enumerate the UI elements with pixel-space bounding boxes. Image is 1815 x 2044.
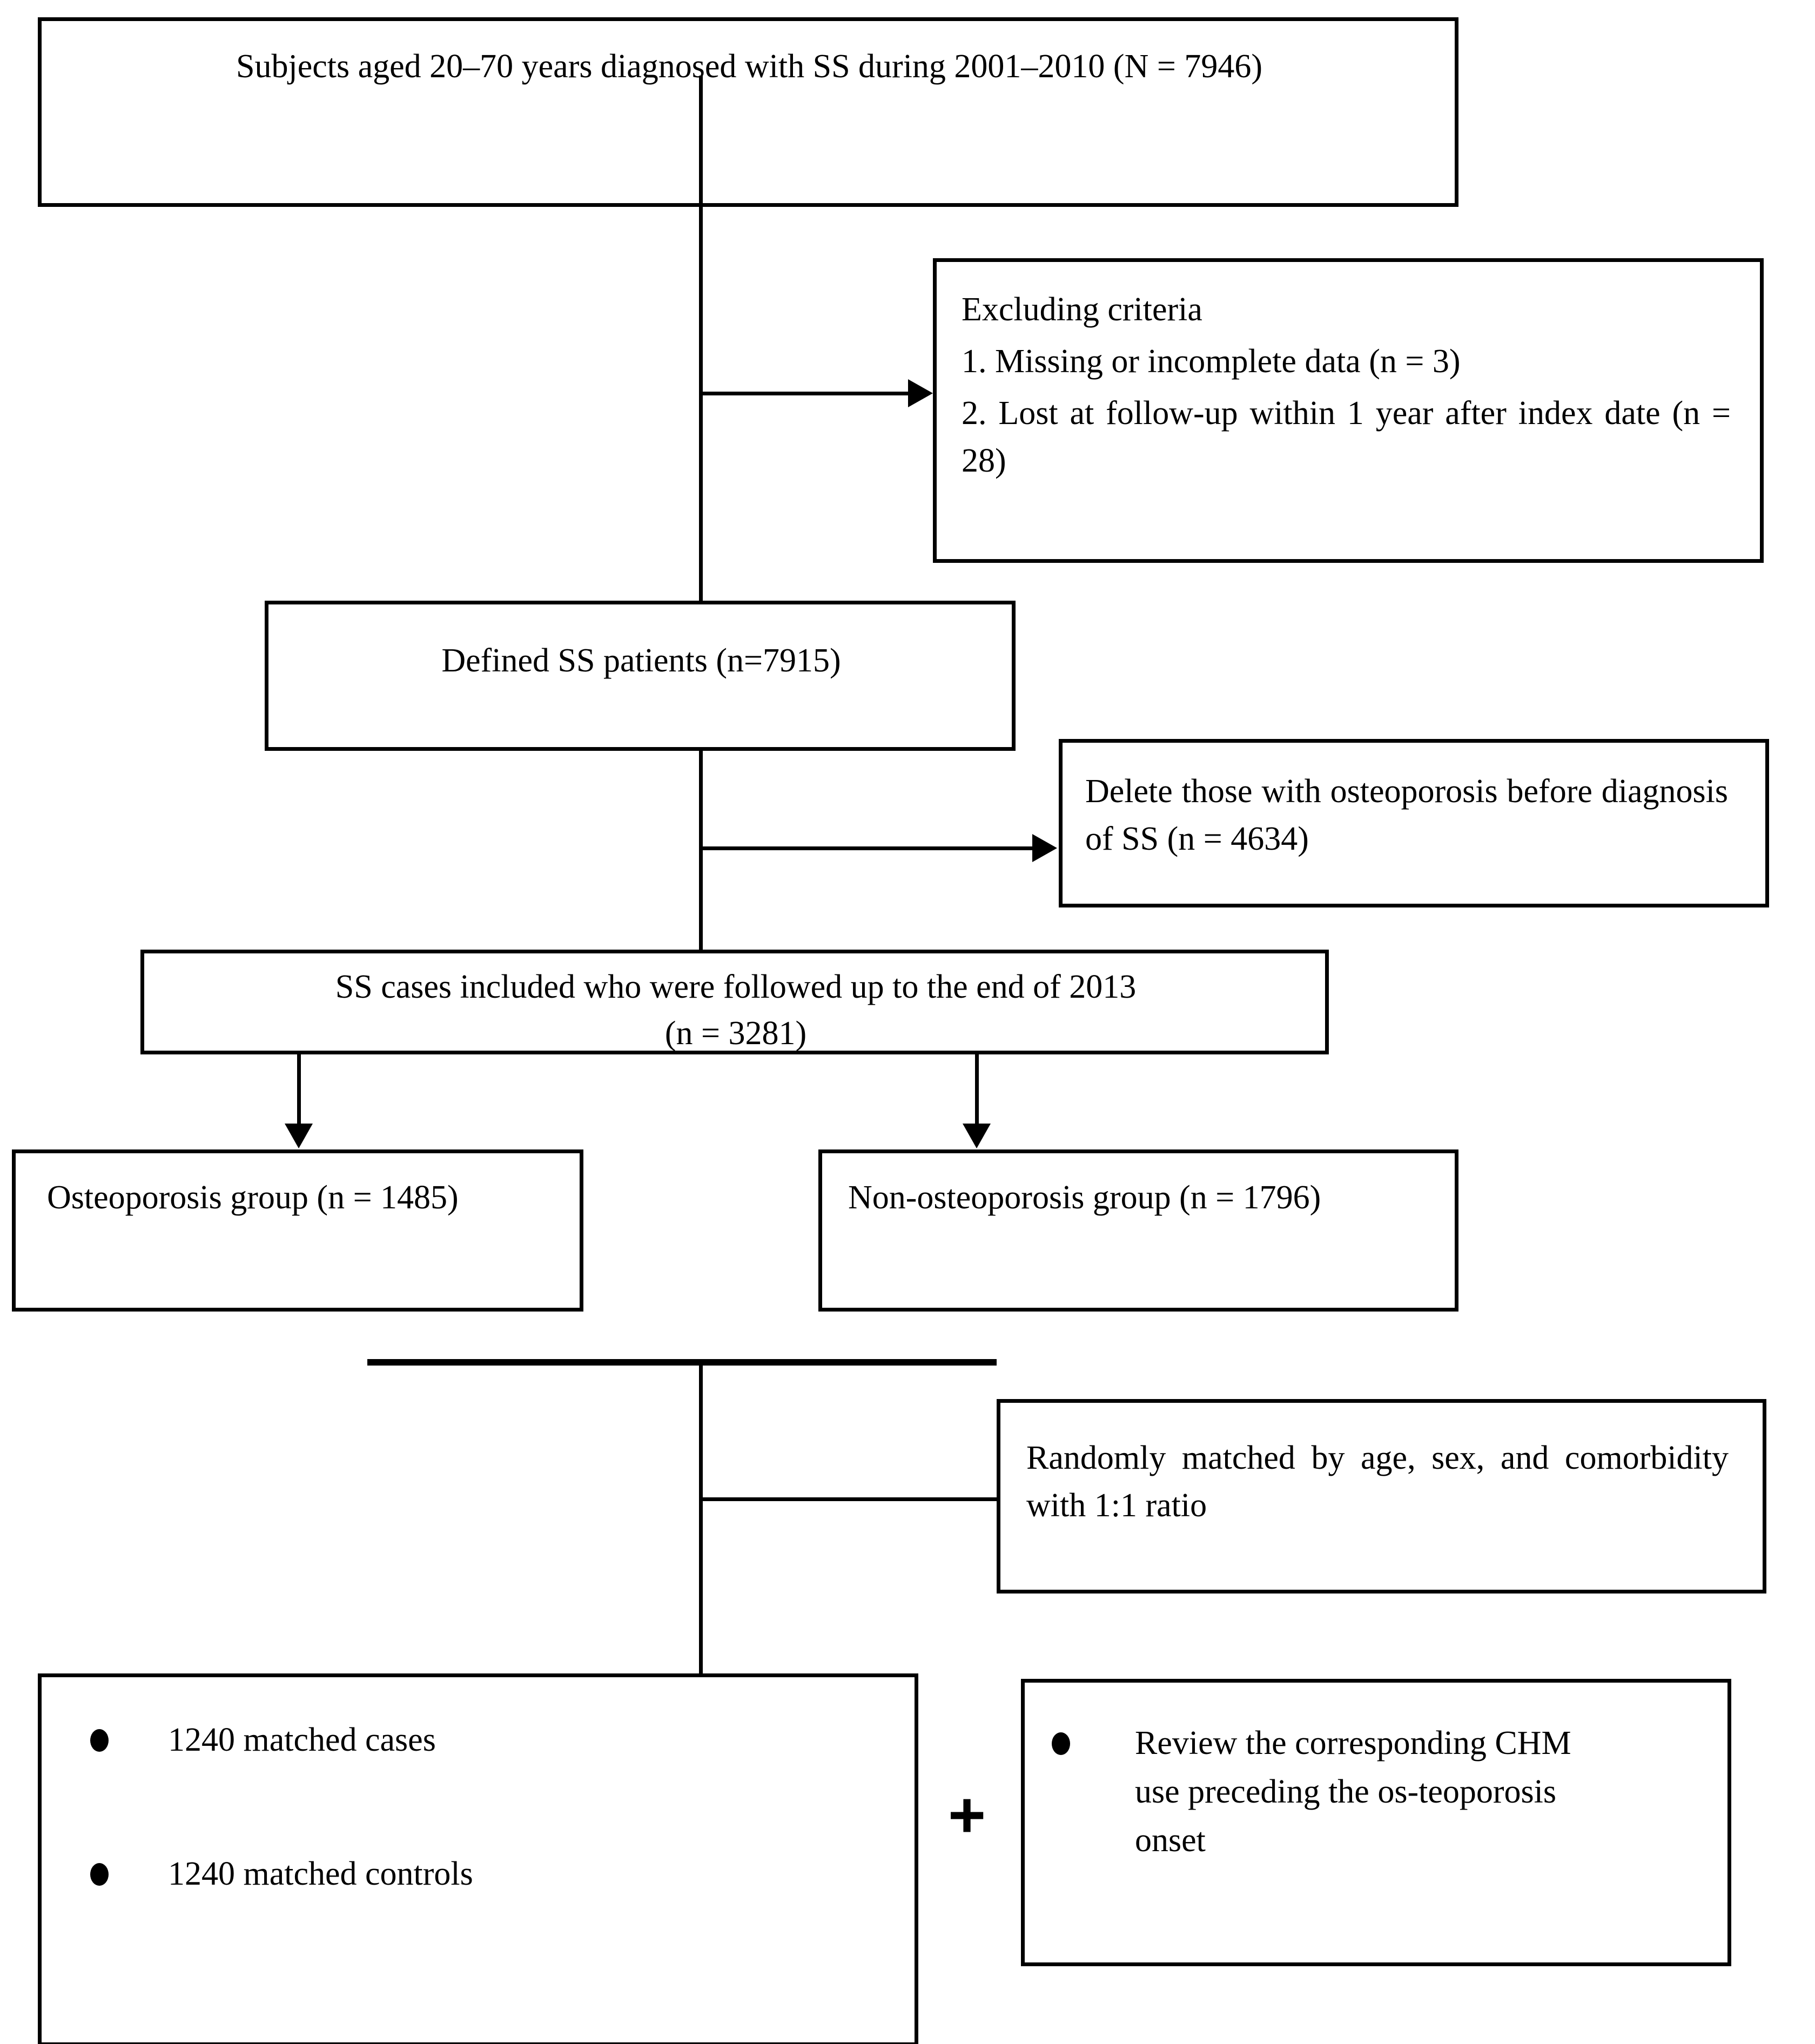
connector-spine-mid <box>699 750 703 955</box>
osteoporosis-group-text: Osteoporosis group (n = 1485) <box>47 1179 459 1216</box>
chm-review-label: Review the corresponding CHM use precedi… <box>1135 1725 1571 1859</box>
connector-to-non-osteoporosis-group <box>975 1054 979 1125</box>
connector-to-excluding-criteria <box>699 392 910 395</box>
node-source-population: Subjects aged 20–70 years diagnosed with… <box>38 17 1458 207</box>
excluding-criteria-item-2: 2. Lost at follow-up within 1 year after… <box>962 395 1731 480</box>
list-item: Review the corresponding CHM use precedi… <box>1052 1719 1689 1865</box>
list-item: 1240 matched controls <box>90 1850 846 1899</box>
excluding-criteria-heading: Excluding criteria <box>962 291 1202 328</box>
list-item: 1240 matched cases <box>90 1716 846 1765</box>
connector-spine-top <box>699 76 703 751</box>
arrowhead-to-osteoporosis-group <box>285 1124 313 1148</box>
node-chm-review: Review the corresponding CHM use precedi… <box>1021 1679 1731 1966</box>
node-matched-sets: 1240 matched cases 1240 matched controls <box>38 1673 918 2044</box>
node-excluding-criteria: Excluding criteria 1. Missing or incompl… <box>933 258 1764 563</box>
ss-cases-included-line-1: SS cases included who were followed up t… <box>335 969 1137 1005</box>
connector-to-osteoporosis-group <box>297 1054 301 1125</box>
defined-ss-patients-text: Defined SS patients (n=7915) <box>441 642 841 679</box>
ss-cases-included-line-2: (n = 3281) <box>664 1015 807 1052</box>
randomly-matched-text: Randomly matched by age, sex, and comorb… <box>1026 1440 1729 1524</box>
arrowhead-to-delete-osteoporosis <box>1032 834 1057 862</box>
connector-to-delete-osteoporosis <box>699 846 1034 850</box>
node-ss-cases-included: SS cases included who were followed up t… <box>140 950 1329 1054</box>
plus-combiner-icon: + <box>948 1779 986 1851</box>
node-osteoporosis-group: Osteoporosis group (n = 1485) <box>12 1149 583 1312</box>
excluding-criteria-item-1: 1. Missing or incomplete data (n = 3) <box>962 343 1461 380</box>
arrowhead-to-non-osteoporosis-group <box>963 1124 991 1148</box>
non-osteoporosis-group-text: Non-osteoporosis group (n = 1796) <box>848 1179 1321 1216</box>
node-defined-ss-patients: Defined SS patients (n=7915) <box>265 601 1016 751</box>
delete-prior-osteoporosis-text: Delete those with osteoporosis before di… <box>1085 773 1728 858</box>
node-delete-prior-osteoporosis: Delete those with osteoporosis before di… <box>1059 739 1769 907</box>
node-randomly-matched: Randomly matched by age, sex, and comorb… <box>997 1399 1766 1593</box>
node-non-osteoporosis-group: Non-osteoporosis group (n = 1796) <box>818 1149 1458 1312</box>
bullet-icon <box>90 1863 109 1886</box>
connector-merge-bar <box>367 1359 997 1366</box>
bullet-icon <box>90 1729 109 1752</box>
bullet-icon <box>1052 1732 1070 1755</box>
connector-spine-lower <box>699 1359 703 1678</box>
arrowhead-to-excluding-criteria <box>908 379 933 407</box>
connector-to-randomly-matched <box>699 1497 1001 1501</box>
matched-controls-label: 1240 matched controls <box>168 1855 473 1892</box>
source-population-text: Subjects aged 20–70 years diagnosed with… <box>236 48 1262 85</box>
matched-cases-label: 1240 matched cases <box>168 1722 436 1758</box>
